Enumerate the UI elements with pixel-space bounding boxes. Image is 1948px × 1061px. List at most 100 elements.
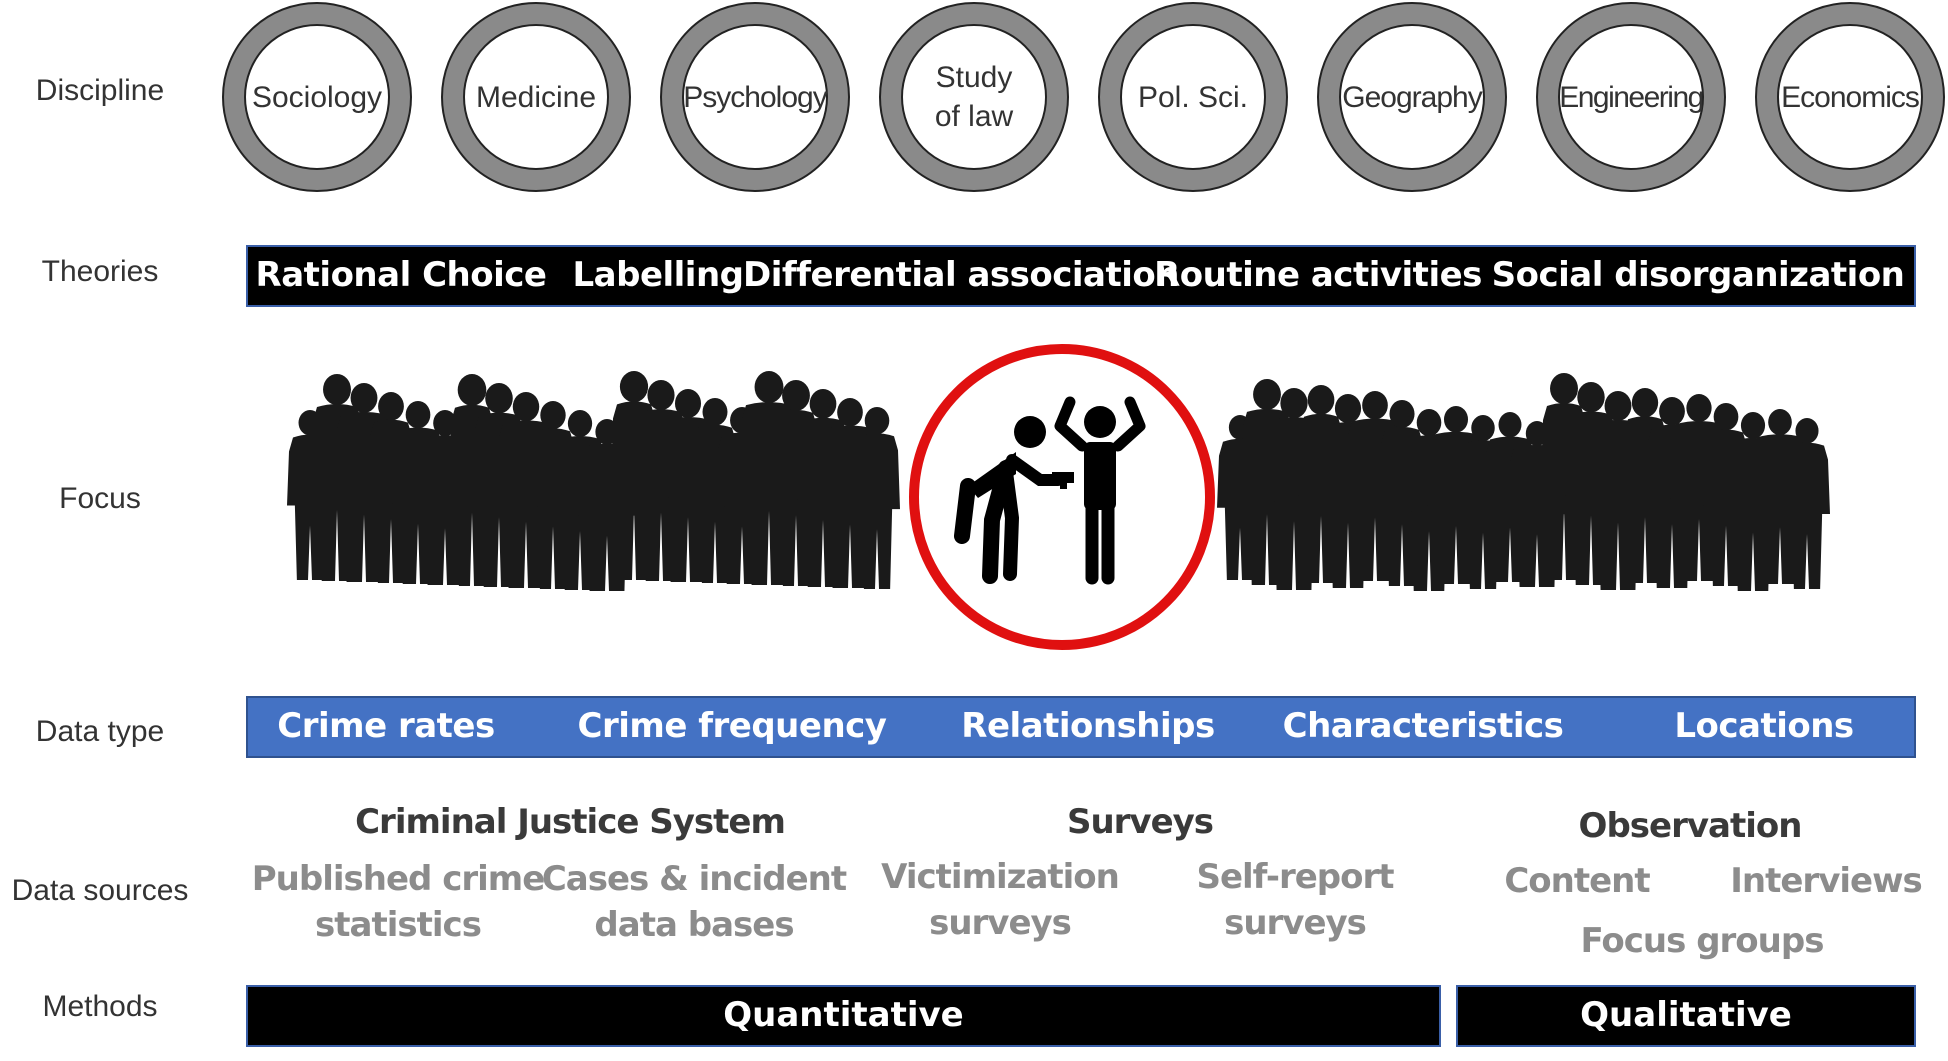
source-line: data bases <box>594 905 794 945</box>
person-silhouette <box>1659 397 1685 426</box>
person-silhouette <box>512 392 540 422</box>
discipline-circle-sociology: Sociology <box>222 2 412 192</box>
theory-differential-association: Differential association <box>743 255 1179 296</box>
row-label-methods: Methods <box>42 990 158 1023</box>
theory-social-disorganization: Social disorganization <box>1491 255 1905 296</box>
person-silhouette <box>1362 391 1388 420</box>
source-self-report-surveys: Self-report surveys <box>1196 854 1394 946</box>
person-silhouette <box>1389 400 1415 428</box>
person-silhouette <box>1795 418 1819 444</box>
person-silhouette <box>350 383 378 413</box>
data-type-characteristics: Characteristics <box>1282 706 1564 747</box>
source-line: Cases & incident <box>541 859 847 899</box>
data-type-locations: Locations <box>1674 706 1854 747</box>
person-silhouette <box>1443 406 1469 433</box>
source-line: Victimization <box>881 857 1120 897</box>
discipline-label: Engineering <box>1559 80 1704 114</box>
data-type-relationships: Relationships <box>961 706 1215 747</box>
person-silhouette <box>1416 409 1442 437</box>
person-silhouette <box>1577 382 1605 413</box>
discipline-circle-economics: Economics <box>1755 2 1945 192</box>
crime-pictogram-icon <box>954 396 1146 585</box>
person-silhouette <box>1604 391 1632 421</box>
row-label-discipline: Discipline <box>35 74 165 107</box>
person-silhouette <box>1498 412 1522 438</box>
theory-labelling: Labelling <box>572 255 744 296</box>
discipline-label: Geography <box>1342 80 1482 114</box>
source-heading-surveys: Surveys <box>1066 802 1214 842</box>
person-silhouette <box>540 401 566 430</box>
person-silhouette <box>1784 442 1830 589</box>
source-line: Self-report <box>1196 857 1394 897</box>
person-silhouette <box>854 433 900 589</box>
person-silhouette <box>782 380 810 411</box>
row-label-theories: Theories <box>41 255 159 288</box>
discipline-circle-pol-sci: Pol. Sci. <box>1098 2 1288 192</box>
discipline-label: Psychology <box>683 80 827 114</box>
method-qualitative-label: Qualitative <box>1580 995 1792 1036</box>
person-silhouette <box>1280 388 1308 419</box>
focus-ring <box>909 344 1215 650</box>
discipline-label: Pol. Sci. <box>1137 80 1249 114</box>
source-cases-incident-databases: Cases & incident data bases <box>541 856 847 948</box>
crowd-silhouette-right <box>1217 373 1830 591</box>
crowd-silhouette-left <box>287 371 900 591</box>
person-silhouette <box>864 407 890 435</box>
person-silhouette <box>619 371 649 403</box>
source-line: statistics <box>315 905 482 945</box>
person-silhouette <box>809 389 837 419</box>
theory-routine-activities: Routine activities <box>1154 255 1482 296</box>
person-silhouette <box>1307 385 1335 415</box>
discipline-label-line1: Study <box>935 61 1013 94</box>
person-silhouette <box>323 374 351 406</box>
discipline-label: Economics <box>1781 80 1920 114</box>
discipline-circle-geography: Geography <box>1317 2 1507 192</box>
person-silhouette <box>378 392 404 421</box>
discipline-circle-medicine: Medicine <box>441 2 631 192</box>
method-qualitative-bar: Qualitative <box>1456 985 1916 1047</box>
person-silhouette <box>485 383 513 414</box>
discipline-circle-psychology: Psychology <box>660 2 850 192</box>
discipline-label: Medicine <box>475 80 597 114</box>
person-silhouette <box>1334 394 1362 424</box>
row-label-data-sources: Data sources <box>11 874 189 907</box>
person-silhouette <box>457 374 487 406</box>
source-focus-groups: Focus groups <box>1580 921 1825 961</box>
person-silhouette <box>674 389 702 418</box>
source-heading-observation: Observation <box>1578 806 1803 846</box>
person-silhouette <box>647 380 675 411</box>
data-type-crime-rates: Crime rates <box>277 706 495 747</box>
person-silhouette <box>567 410 593 437</box>
source-heading-cjs: Criminal Justice System <box>355 802 786 842</box>
person-silhouette <box>1768 409 1792 436</box>
source-content: Content <box>1504 861 1650 901</box>
method-quantitative-label: Quantitative <box>723 995 964 1036</box>
discipline-circle-engineering: Engineering <box>1536 2 1726 192</box>
focus-illustration <box>287 344 1830 650</box>
data-type-bar: Crime rates Crime frequency Relationship… <box>246 696 1916 758</box>
discipline-label: Sociology <box>251 80 383 114</box>
discipline-label-line2: of law <box>934 100 1014 133</box>
method-quantitative-bar: Quantitative <box>246 985 1441 1047</box>
person-silhouette <box>1550 373 1578 405</box>
person-silhouette <box>1713 403 1739 431</box>
person-silhouette <box>1253 379 1281 410</box>
theories-bar: Rational Choice Labelling Differential a… <box>246 245 1916 307</box>
person-silhouette <box>702 398 728 426</box>
source-interviews: Interviews <box>1730 861 1922 901</box>
source-line: Published crime <box>251 859 546 899</box>
row-label-focus: Focus <box>59 482 141 515</box>
person-silhouette <box>754 371 784 404</box>
person-silhouette <box>1631 388 1659 418</box>
row-label-data-type: Data type <box>35 715 165 748</box>
data-type-crime-frequency: Crime frequency <box>577 706 887 747</box>
source-line: surveys <box>1224 903 1367 943</box>
person-silhouette <box>405 401 431 429</box>
person-silhouette <box>1740 412 1766 439</box>
source-published-crime-statistics: Published crime statistics <box>251 856 546 948</box>
source-line: surveys <box>929 903 1072 943</box>
person-silhouette <box>837 398 863 427</box>
person-silhouette <box>1471 415 1495 442</box>
source-victimization-surveys: Victimization surveys <box>881 854 1120 946</box>
person-silhouette <box>1686 394 1712 423</box>
